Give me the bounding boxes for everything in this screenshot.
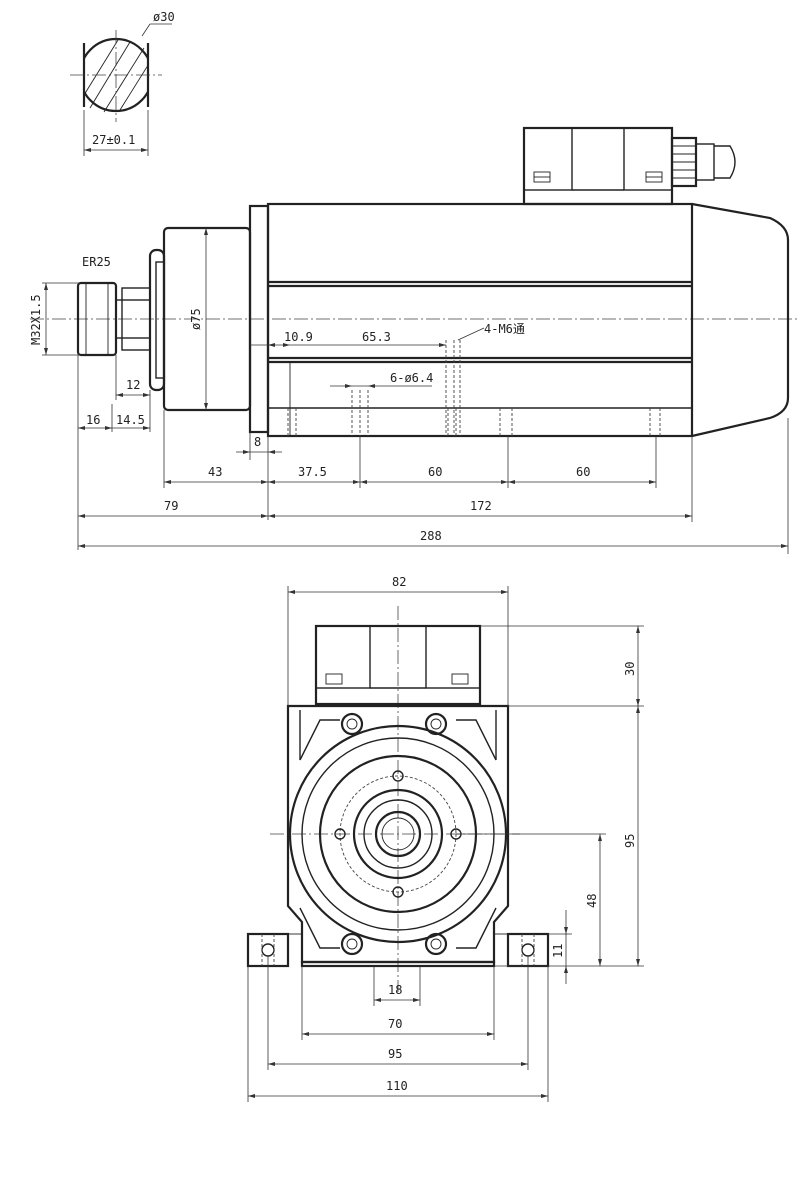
dim-48: 48 [585, 894, 599, 908]
hidden-mount-holes [287, 340, 661, 436]
dim-60-b: 60 [576, 465, 590, 479]
dim-95-height: 95 [623, 834, 637, 848]
body-diameter-label: ø75 [189, 308, 203, 330]
mount-holes-label: 6-ø6.4 [390, 371, 433, 385]
dim-16: 16 [86, 413, 100, 427]
junction-box [522, 126, 736, 206]
shaft-cross-section: ø30 27±0.1 [70, 10, 175, 156]
spindle-side-view: ER25 M32X1.5 ø75 4-M6通 6-ø6.4 10.9 65.3 … [29, 126, 800, 554]
collet-label: ER25 [82, 255, 111, 269]
dim-10-9: 10.9 [284, 330, 313, 344]
dim-70: 70 [388, 1017, 402, 1031]
dim-18: 18 [388, 983, 402, 997]
shaft-diameter-label: ø30 [153, 10, 175, 24]
dim-11: 11 [551, 944, 565, 958]
dim-172: 172 [470, 499, 492, 513]
dim-82: 82 [392, 575, 406, 589]
dim-65-3: 65.3 [362, 330, 391, 344]
dim-288: 288 [420, 529, 442, 543]
dim-8: 8 [254, 435, 261, 449]
dim-30: 30 [623, 662, 637, 676]
dim-43: 43 [208, 465, 222, 479]
dim-37-5: 37.5 [298, 465, 327, 479]
dim-60-a: 60 [428, 465, 442, 479]
tap-holes-label: 4-M6通 [484, 322, 525, 336]
dim-110: 110 [386, 1079, 408, 1093]
dim-14-5: 14.5 [116, 413, 145, 427]
dim-95-width: 95 [388, 1047, 402, 1061]
spindle-front-view: 82 30 95 48 11 18 [246, 575, 644, 1102]
thread-label: M32X1.5 [29, 294, 43, 345]
dim-12: 12 [126, 378, 140, 392]
shaft-flat-width-label: 27±0.1 [92, 133, 135, 147]
dim-79: 79 [164, 499, 178, 513]
